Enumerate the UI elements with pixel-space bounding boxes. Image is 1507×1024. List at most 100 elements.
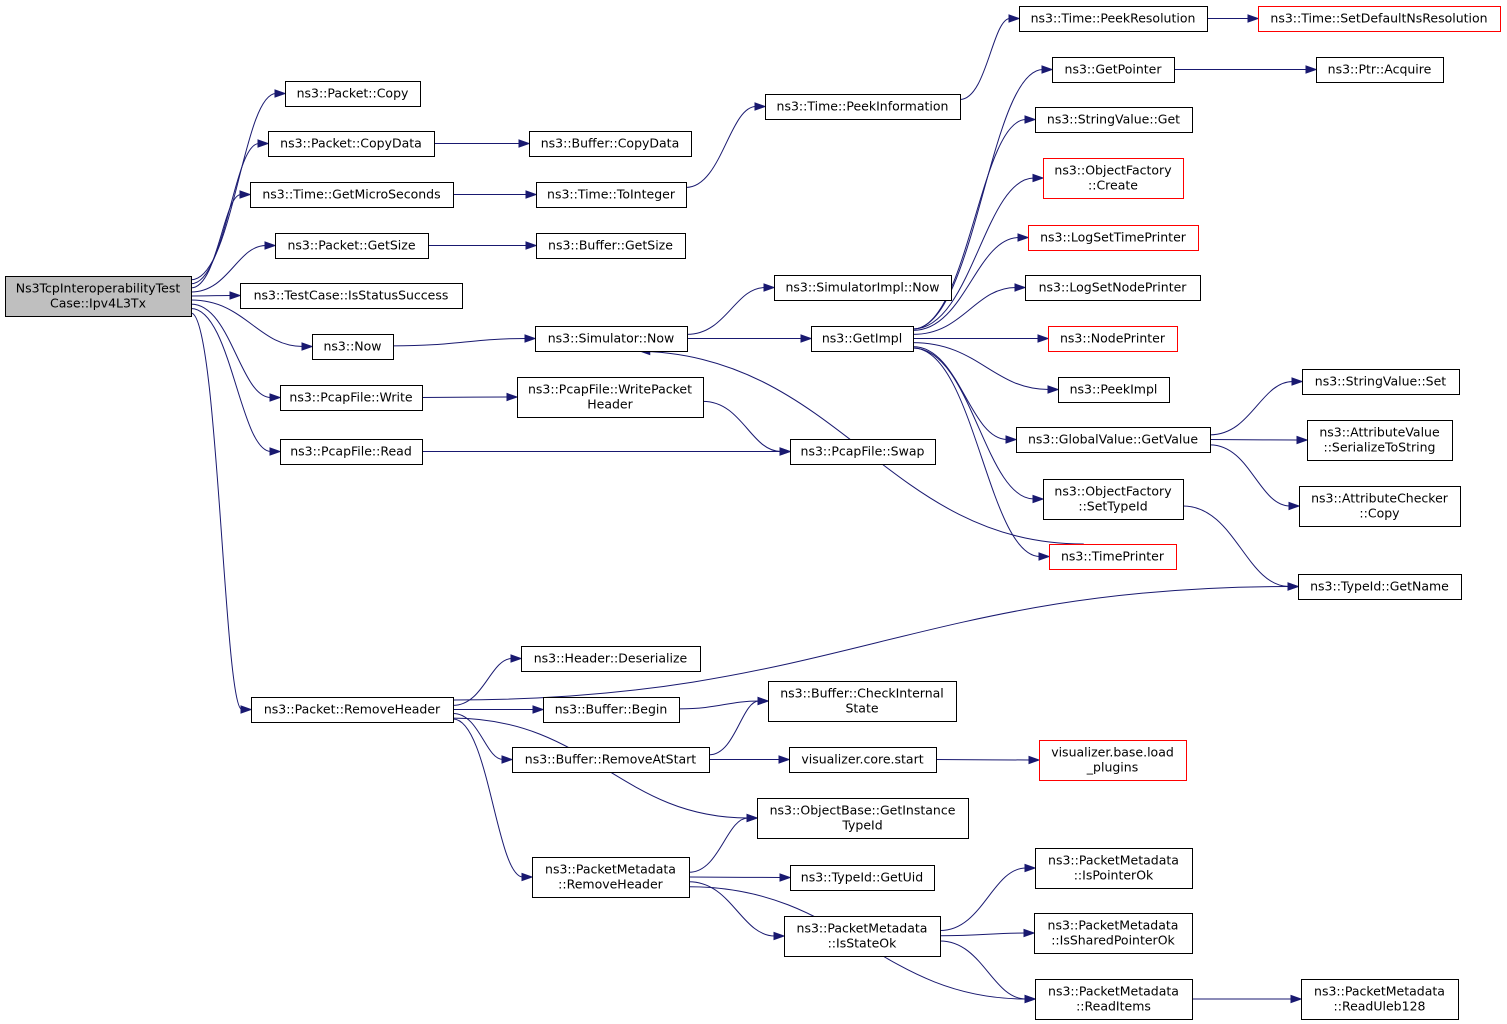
node-simimplnow[interactable]: ns3::SimulatorImpl::Now xyxy=(774,275,952,301)
edge-now-to-simnow xyxy=(392,334,537,347)
node-strget[interactable]: ns3::StringValue::Get xyxy=(1035,107,1193,133)
arrowhead-icon xyxy=(1037,334,1050,343)
node-getimpl[interactable]: ns3::GetImpl xyxy=(811,326,914,352)
node-isstatus[interactable]: ns3::TestCase::IsStatusSuccess xyxy=(240,283,463,309)
node-label: ns3::Time::GetMicroSeconds xyxy=(262,187,440,202)
node-pcapswap[interactable]: ns3::PcapFile::Swap xyxy=(790,439,936,465)
edge-premovehdr-to-typegetname xyxy=(452,582,1300,701)
node-label: ns3::Time::PeekInformation xyxy=(777,99,949,114)
node-typegetname[interactable]: ns3::TypeId::GetName xyxy=(1298,574,1462,600)
edge-vizstart-to-vizload xyxy=(935,755,1041,765)
node-pmisstate[interactable]: ns3::PacketMetadata::IsStateOk xyxy=(784,916,941,957)
node-bremove[interactable]: ns3::Buffer::RemoveAtStart xyxy=(512,747,710,773)
node-pcapread[interactable]: ns3::PcapFile::Read xyxy=(280,439,423,465)
node-label: ns3::StringValue::Get xyxy=(1047,112,1180,127)
node-strset[interactable]: ns3::StringValue::Set xyxy=(1302,369,1460,395)
node-pcapwrite[interactable]: ns3::PcapFile::Write xyxy=(280,385,423,411)
node-nodeprinter[interactable]: ns3::NodePrinter xyxy=(1048,326,1178,352)
node-label: _plugins xyxy=(1086,760,1138,775)
node-vizload[interactable]: visualizer.base.load_plugins xyxy=(1039,740,1187,781)
node-label: ns3::PacketMetadata xyxy=(797,921,928,936)
edge-premovehdr-to-bbegin xyxy=(453,705,545,714)
node-pmuleb[interactable]: ns3::PacketMetadata::ReadUleb128 xyxy=(1301,979,1459,1020)
node-peekinfo[interactable]: ns3::Time::PeekInformation xyxy=(765,94,961,120)
edge-pmisstate-to-pmread xyxy=(939,940,1037,1004)
node-avser[interactable]: ns3::AttributeValue::SerializeToString xyxy=(1307,420,1453,461)
node-bbegin[interactable]: ns3::Buffer::Begin xyxy=(543,697,680,723)
node-label: ns3::Ptr::Acquire xyxy=(1328,62,1432,77)
arrowhead-icon xyxy=(274,89,287,98)
node-box xyxy=(1301,979,1459,1020)
node-hdrdeser[interactable]: ns3::Header::Deserialize xyxy=(521,646,701,672)
node-ofcreate[interactable]: ns3::ObjectFactory::Create xyxy=(1043,158,1184,199)
edge-line xyxy=(939,940,1027,1000)
node-vizstart[interactable]: visualizer.core.start xyxy=(789,747,937,773)
node-box xyxy=(251,697,454,723)
edge-ofsettype-to-typegetname xyxy=(1182,505,1300,591)
node-pgetsize[interactable]: ns3::Packet::GetSize xyxy=(275,233,429,259)
node-premovehdr[interactable]: ns3::Packet::RemoveHeader xyxy=(251,697,454,723)
node-label: TypeId xyxy=(841,818,882,833)
node-ofsettype[interactable]: ns3::ObjectFactory::SetTypeId xyxy=(1043,479,1184,520)
node-pmremove[interactable]: ns3::PacketMetadata::RemoveHeader xyxy=(532,857,690,898)
arrowhead-icon xyxy=(269,447,282,456)
node-box xyxy=(1316,57,1444,83)
edge-pmremove-to-pmisstate xyxy=(688,881,786,941)
node-logtime[interactable]: ns3::LogSetTimePrinter xyxy=(1028,225,1199,251)
node-bgetsize[interactable]: ns3::Buffer::GetSize xyxy=(536,233,686,259)
node-label: ns3::TypeId::GetUid xyxy=(801,870,923,885)
node-label: ns3::PacketMetadata xyxy=(545,862,676,877)
node-pmisptr[interactable]: ns3::PacketMetadata::IsPointerOk xyxy=(1035,848,1193,889)
node-label: ns3::PcapFile::WritePacket xyxy=(528,382,692,397)
node-box xyxy=(1049,544,1177,570)
node-box xyxy=(1019,6,1208,32)
arrowhead-icon xyxy=(1288,501,1301,511)
arrowhead-icon xyxy=(518,139,531,148)
node-accopy[interactable]: ns3::AttributeChecker::Copy xyxy=(1299,486,1461,527)
node-now[interactable]: ns3::Now xyxy=(312,334,394,360)
node-label: visualizer.core.start xyxy=(801,752,923,767)
edge-line xyxy=(190,194,242,289)
node-tointeger[interactable]: ns3::Time::ToInteger xyxy=(536,182,687,208)
node-pcopy[interactable]: ns3::Packet::Copy xyxy=(285,81,421,107)
node-box xyxy=(250,182,454,208)
node-simnow[interactable]: ns3::Simulator::Now xyxy=(535,326,688,352)
node-pcopydata[interactable]: ns3::Packet::CopyData xyxy=(268,131,435,157)
node-ptracquire[interactable]: ns3::Ptr::Acquire xyxy=(1316,57,1444,83)
node-timeprinter[interactable]: ns3::TimePrinter xyxy=(1049,544,1177,570)
arrowhead-icon xyxy=(501,755,514,764)
node-label: ns3::Buffer::Begin xyxy=(555,702,668,717)
node-box xyxy=(1298,574,1462,600)
arrowhead-icon xyxy=(779,447,792,456)
node-bcopydata[interactable]: ns3::Buffer::CopyData xyxy=(529,131,692,157)
node-peekimpl[interactable]: ns3::PeekImpl xyxy=(1058,377,1170,403)
arrowhead-icon xyxy=(778,755,791,764)
node-setdefns[interactable]: ns3::Time::SetDefaultNsResolution xyxy=(1258,6,1501,32)
node-lognode[interactable]: ns3::LogSetNodePrinter xyxy=(1025,275,1201,301)
arrowhead-icon xyxy=(525,190,538,199)
edge-line xyxy=(688,881,776,937)
node-getpointer[interactable]: ns3::GetPointer xyxy=(1052,57,1175,83)
node-typeuid[interactable]: ns3::TypeId::GetUid xyxy=(790,865,935,891)
node-box xyxy=(1058,377,1170,403)
edge-line xyxy=(912,342,1050,390)
node-peekres[interactable]: ns3::Time::PeekResolution xyxy=(1019,6,1208,32)
arrowhead-icon xyxy=(1023,928,1036,938)
node-pmisshared[interactable]: ns3::PacketMetadata::IsSharedPointerOk xyxy=(1034,913,1193,954)
edge-pmisstate-to-pmisptr xyxy=(939,863,1037,932)
node-box xyxy=(1258,6,1501,32)
node-box xyxy=(529,131,692,157)
node-pmread[interactable]: ns3::PacketMetadata::ReadItems xyxy=(1035,979,1193,1020)
arrowhead-icon xyxy=(757,696,770,706)
node-label: ns3::PcapFile::Write xyxy=(289,390,412,405)
node-label: ::IsSharedPointerOk xyxy=(1051,933,1175,948)
arrowhead-icon xyxy=(773,931,786,941)
node-getmicro[interactable]: ns3::Time::GetMicroSeconds xyxy=(250,182,454,208)
edge-pgetsize-to-bgetsize xyxy=(427,241,538,250)
node-gvget[interactable]: ns3::GlobalValue::GetValue xyxy=(1016,427,1211,453)
node-box xyxy=(240,283,463,309)
